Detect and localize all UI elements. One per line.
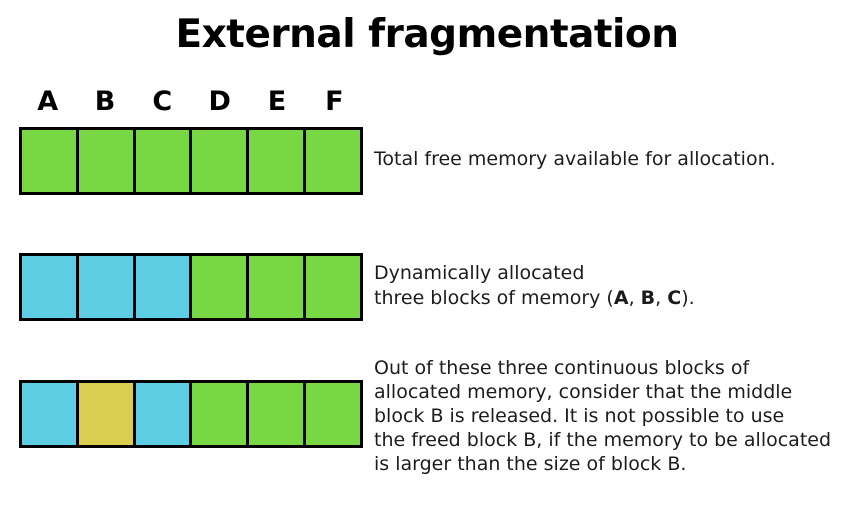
memory-block-c-cyan: [135, 256, 190, 318]
caption-segment: Total free memory available for allocati…: [374, 148, 776, 170]
memory-block-a-cyan: [22, 256, 76, 318]
memory-block-d-green: [192, 256, 247, 318]
caption-segment: Dynamically allocated: [374, 262, 585, 284]
memory-blocks-row-free: [19, 127, 363, 195]
caption-line: Out of these three continuous blocks of: [374, 356, 852, 380]
caption-segment: Out of these three continuous blocks of: [374, 357, 750, 379]
memory-block-a-green: [22, 130, 76, 192]
memory-block-c-cyan: [135, 383, 190, 445]
memory-block-d-green: [192, 130, 247, 192]
memory-blocks-row-fragmented: [19, 380, 363, 448]
memory-block-b-yellow: [78, 383, 133, 445]
memory-block-b-green: [78, 130, 133, 192]
caption-line: the freed block B, if the memory to be a…: [374, 428, 852, 452]
memory-block-b-cyan: [78, 256, 133, 318]
caption-line: Total free memory available for allocati…: [374, 147, 852, 172]
block-label-c: C: [152, 86, 173, 117]
block-label-e: E: [267, 86, 287, 117]
diagram-title: External fragmentation: [175, 12, 679, 57]
memory-block-c-green: [135, 130, 190, 192]
memory-blocks-row-allocated: [19, 253, 363, 321]
caption-segment-bold: B: [640, 287, 656, 309]
caption-line: allocated memory, consider that the midd…: [374, 380, 852, 404]
memory-block-f-green: [306, 383, 360, 445]
caption-segment: allocated memory, consider that the midd…: [374, 381, 793, 403]
caption-line: three blocks of memory (A, B, C).: [374, 286, 852, 311]
block-label-f: F: [325, 86, 344, 117]
caption-line: Dynamically allocated: [374, 261, 852, 286]
caption-segment: three blocks of memory (: [374, 287, 614, 309]
caption-segment: ).: [681, 287, 695, 309]
memory-block-f-green: [306, 130, 360, 192]
memory-block-e-green: [249, 256, 304, 318]
memory-block-a-cyan: [22, 383, 76, 445]
caption-segment: the freed block B, if the memory to be a…: [374, 429, 832, 451]
block-label-a: A: [37, 86, 59, 117]
block-label-b: B: [94, 86, 116, 117]
block-label-d: D: [208, 86, 231, 117]
caption-free-memory: Total free memory available for allocati…: [374, 147, 852, 172]
block-labels-row: A B C D E F: [19, 86, 363, 117]
caption-segment-bold: A: [613, 287, 629, 309]
caption-segment: ,: [628, 287, 641, 309]
caption-line: is larger than the size of block B.: [374, 452, 852, 476]
memory-block-d-green: [192, 383, 247, 445]
caption-line: block B is released. It is not possible …: [374, 404, 852, 428]
caption-segment-bold: C: [667, 287, 682, 309]
memory-block-f-green: [306, 256, 360, 318]
memory-block-e-green: [249, 383, 304, 445]
caption-segment: ,: [655, 287, 668, 309]
caption-segment: is larger than the size of block B.: [374, 453, 687, 475]
memory-block-e-green: [249, 130, 304, 192]
caption-segment: block B is released. It is not possible …: [374, 405, 785, 427]
